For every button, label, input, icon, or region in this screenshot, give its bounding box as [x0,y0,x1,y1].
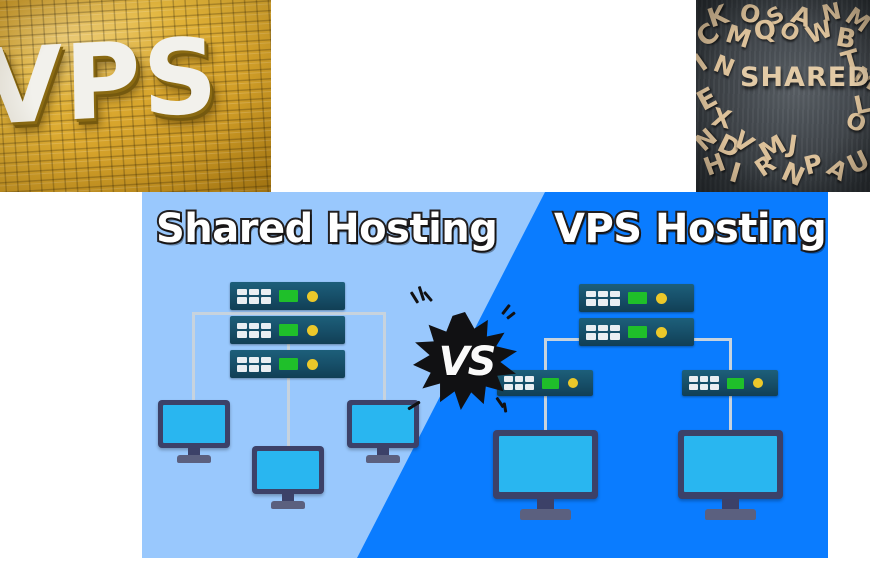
server-status-yellow [656,326,667,338]
server-port-grid [689,376,719,390]
shared-wire-horizontal [192,312,386,315]
monitor-base [271,501,305,509]
shared-wire-right-drop [383,312,386,400]
monitor-neck [537,499,554,511]
monitor-screen [684,436,777,492]
monitor-neck [282,494,294,502]
server-status-yellow [656,292,667,304]
shared-photo-vignette [696,0,870,192]
monitor-base [366,455,400,463]
vps-client-monitor-2 [678,430,783,520]
server-port-grid [237,356,271,372]
server-status-green [279,324,298,336]
server-status-green [628,292,647,304]
vps-server-unit-2 [579,318,694,346]
shared-photo-word: SHARED [740,62,870,93]
vps-photo-vignette [0,0,271,192]
shared-client-monitor-1 [158,400,230,463]
shared-hosting-title: Shared Hosting [154,204,500,254]
vps-mosaic-photo: VPS [0,0,271,192]
vps-wire-node2-to-monitor [729,396,732,430]
shared-server-unit-1 [230,282,345,310]
server-status-yellow [307,290,318,302]
monitor-screen [163,405,225,443]
vps-photo-gradient [0,0,271,192]
server-status-green [727,377,744,389]
vps-hosting-title: VPS Hosting [552,204,828,254]
vps-server-unit-1 [579,284,694,312]
monitor-base [520,509,571,520]
shared-wire-left-drop [192,312,195,400]
shared-vs-vps-diagram: Shared Hosting VPS Hosting [142,192,828,558]
shared-server-unit-2 [230,316,345,344]
server-status-green [542,377,559,389]
monitor-neck [188,448,200,456]
server-status-yellow [307,324,318,336]
server-port-grid [586,324,620,340]
vps-node-server-1 [497,370,593,396]
monitor-screen [499,436,592,492]
server-status-green [279,358,298,370]
shared-wooden-letters-photo: KOSANMCMQOWBINTMEXNDHIRNPAUOLVMJ SHARED [696,0,870,192]
monitor-base [705,509,756,520]
versus-badge: VS [413,312,517,410]
server-status-green [628,326,647,338]
monitor-neck [722,499,739,511]
vps-wire-node1-to-monitor [544,396,547,430]
server-status-yellow [307,358,318,370]
monitor-neck [377,448,389,456]
vps-wire-left-drop [544,338,547,372]
shared-client-monitor-3 [252,446,324,509]
server-status-yellow [753,378,763,388]
server-port-grid [237,322,271,338]
shared-server-unit-3 [230,350,345,378]
shared-photo-slate-background [696,0,870,192]
server-status-yellow [568,378,578,388]
versus-label: VS [438,339,497,385]
vps-node-server-2 [682,370,778,396]
monitor-base [177,455,211,463]
server-status-green [279,290,298,302]
vps-wire-right-drop [729,338,732,372]
server-port-grid [237,288,271,304]
shared-client-monitor-2 [347,400,419,463]
server-port-grid [504,376,534,390]
monitor-screen [257,451,319,489]
monitor-screen [352,405,414,443]
server-port-grid [586,290,620,306]
vps-client-monitor-1 [493,430,598,520]
shared-wire-center-drop [287,338,290,446]
